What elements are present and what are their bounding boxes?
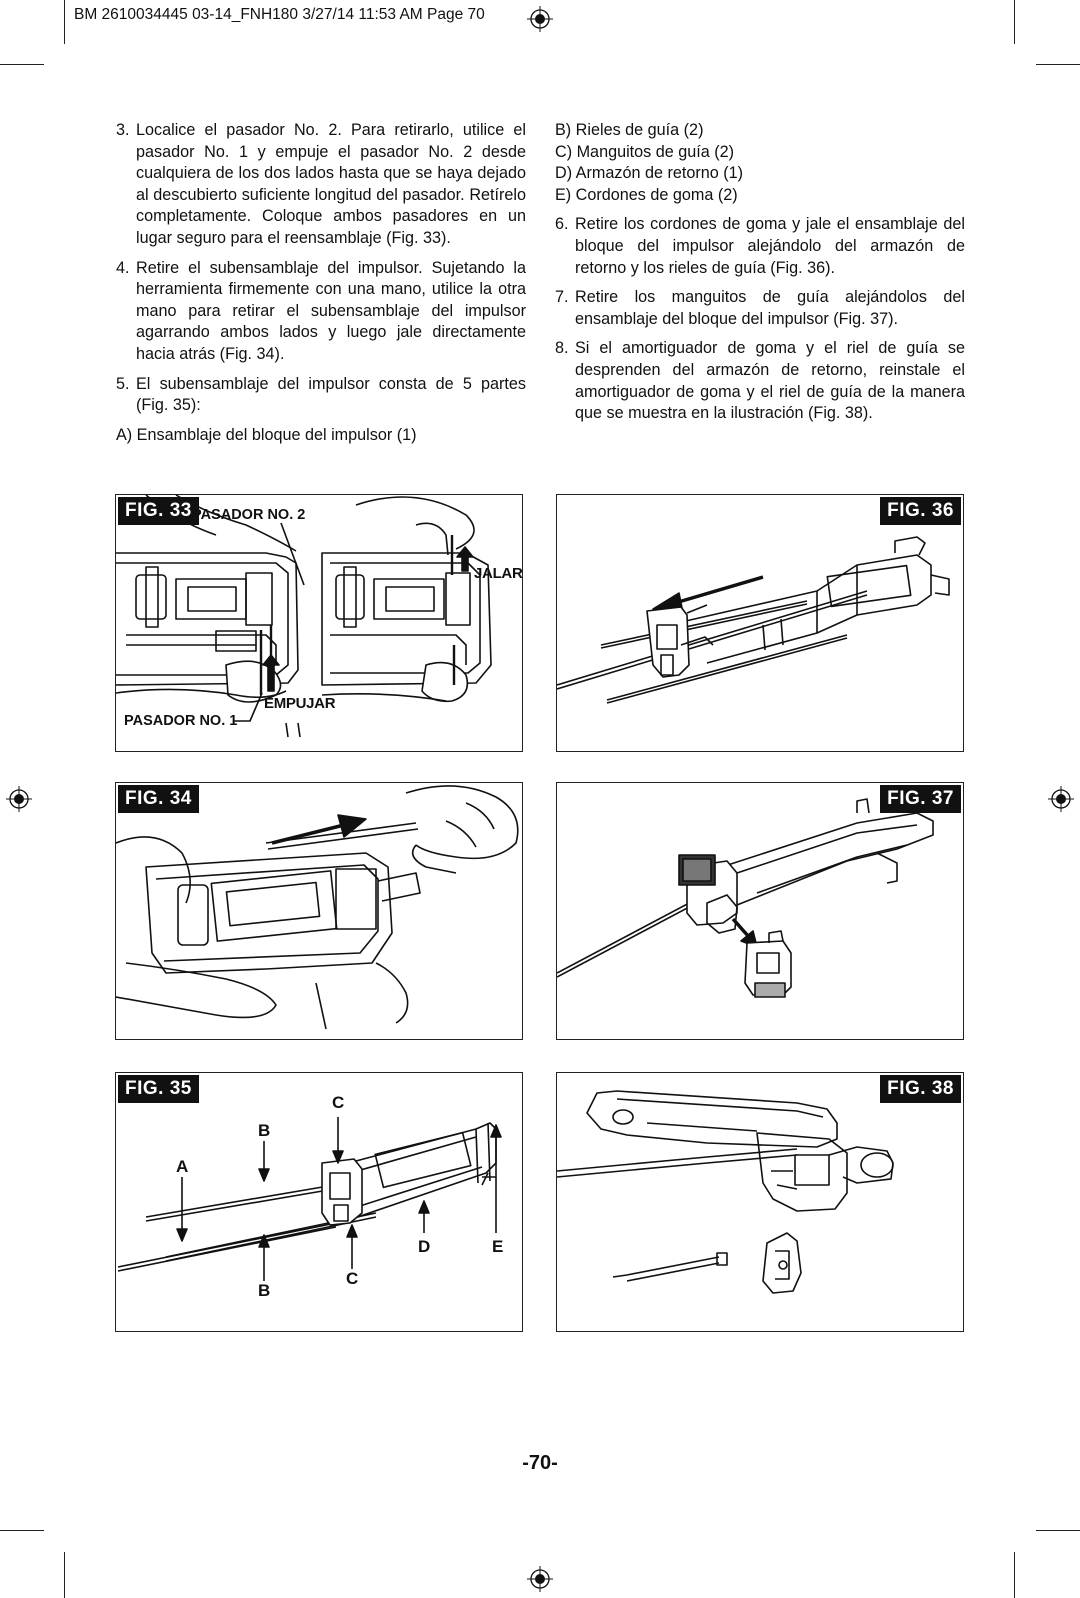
step-number: 8. bbox=[555, 339, 569, 358]
figure-34-illustration bbox=[116, 785, 519, 1030]
step-number: 5. bbox=[116, 374, 130, 393]
crop-mark bbox=[1014, 0, 1016, 44]
step-text: Localice el pasador No. 2. Para retirarl… bbox=[136, 121, 526, 247]
part-d: D) Armazón de retorno (1) bbox=[555, 164, 744, 183]
registration-mark-icon bbox=[527, 6, 553, 32]
callout-e: E bbox=[492, 1237, 504, 1256]
left-column: 3. Localice el pasador No. 2. Para retir… bbox=[116, 120, 526, 446]
crop-mark bbox=[1014, 1552, 1016, 1598]
callout-pasador-1: PASADOR NO. 1 bbox=[124, 713, 238, 729]
step-number: 7. bbox=[555, 288, 569, 307]
figure-35-illustration bbox=[117, 1117, 502, 1281]
step-5: 5. El subensamblaje del impulsor consta … bbox=[116, 374, 526, 417]
figure-36-label: FIG. 36 bbox=[880, 497, 961, 525]
right-column: B) Rieles de guía (2) C) Manguitos de gu… bbox=[555, 120, 965, 433]
step-text: Retire los manguitos de guía alejándolos… bbox=[575, 288, 965, 328]
step-number: 6. bbox=[555, 215, 569, 234]
part-b: B) Rieles de guía (2) bbox=[555, 121, 704, 139]
figure-38-label: FIG. 38 bbox=[880, 1075, 961, 1103]
figure-38-illustration bbox=[557, 1090, 894, 1294]
step-7: 7. Retire los manguitos de guía alejándo… bbox=[555, 287, 965, 330]
figure-37: FIG. 37 bbox=[556, 782, 964, 1040]
figure-34: FIG. 34 bbox=[115, 782, 523, 1040]
figure-33-label: FIG. 33 bbox=[118, 497, 199, 525]
registration-mark-icon bbox=[6, 786, 32, 812]
crop-mark bbox=[1036, 64, 1080, 66]
callout-jalar: JALAR bbox=[474, 565, 523, 582]
step-text: Retire el subensamblaje del impulsor. Su… bbox=[136, 258, 526, 363]
step-6: 6. Retire los cordones de goma y jale el… bbox=[555, 214, 965, 279]
callout-empujar: EMPUJAR bbox=[264, 695, 336, 712]
crop-mark bbox=[64, 0, 66, 44]
step-4: 4. Retire el subensamblaje del impulsor.… bbox=[116, 258, 526, 366]
callout-b-top: B bbox=[258, 1121, 271, 1140]
crop-mark bbox=[0, 1530, 44, 1532]
step-text: El subensamblaje del impulsor consta de … bbox=[136, 374, 526, 415]
figure-37-illustration bbox=[557, 798, 934, 998]
figure-37-label: FIG. 37 bbox=[880, 785, 961, 813]
step-text: Si el amortiguador de goma y el riel de … bbox=[575, 339, 965, 423]
print-slug: BM 2610034445 03-14_FNH180 3/27/14 11:53… bbox=[74, 6, 485, 23]
figure-38: FIG. 38 bbox=[556, 1072, 964, 1332]
callout-pasador-2: PASADOR NO. 2 bbox=[192, 507, 306, 523]
crop-mark bbox=[1036, 1530, 1080, 1532]
callout-b-bottom: B bbox=[258, 1281, 271, 1300]
step-number: 3. bbox=[116, 121, 130, 139]
callout-c-bottom: C bbox=[346, 1269, 359, 1288]
callout-d: D bbox=[418, 1237, 431, 1256]
step-3: 3. Localice el pasador No. 2. Para retir… bbox=[116, 120, 526, 250]
part-c: C) Manguitos de guía (2) bbox=[555, 142, 735, 161]
callout-a: A bbox=[176, 1157, 189, 1176]
figure-33-illustration bbox=[116, 495, 492, 738]
step-text: Retire los cordones de goma y jale el en… bbox=[575, 215, 965, 277]
registration-mark-icon bbox=[1048, 786, 1074, 812]
crop-mark bbox=[64, 1552, 66, 1598]
figure-34-label: FIG. 34 bbox=[118, 785, 199, 813]
figure-36: FIG. 36 bbox=[556, 494, 964, 752]
figure-36-illustration bbox=[557, 536, 950, 704]
figure-35-label: FIG. 35 bbox=[118, 1075, 199, 1103]
crop-mark bbox=[0, 64, 44, 66]
registration-mark-icon bbox=[527, 1566, 553, 1592]
part-e: E) Cordones de goma (2) bbox=[555, 185, 738, 204]
step-8: 8. Si el amortiguador de goma y el riel … bbox=[555, 338, 965, 424]
figure-35: FIG. 35 A B C D E C B bbox=[115, 1072, 523, 1332]
part-a: A) Ensamblaje del bloque del impulsor (1… bbox=[116, 425, 417, 444]
figure-33: FIG. 33 PASADOR NO. 2 PASADOR NO. 1 JALA… bbox=[115, 494, 523, 752]
step-number: 4. bbox=[116, 258, 130, 277]
callout-c-top: C bbox=[332, 1093, 345, 1112]
page-number: -70- bbox=[522, 1452, 558, 1474]
